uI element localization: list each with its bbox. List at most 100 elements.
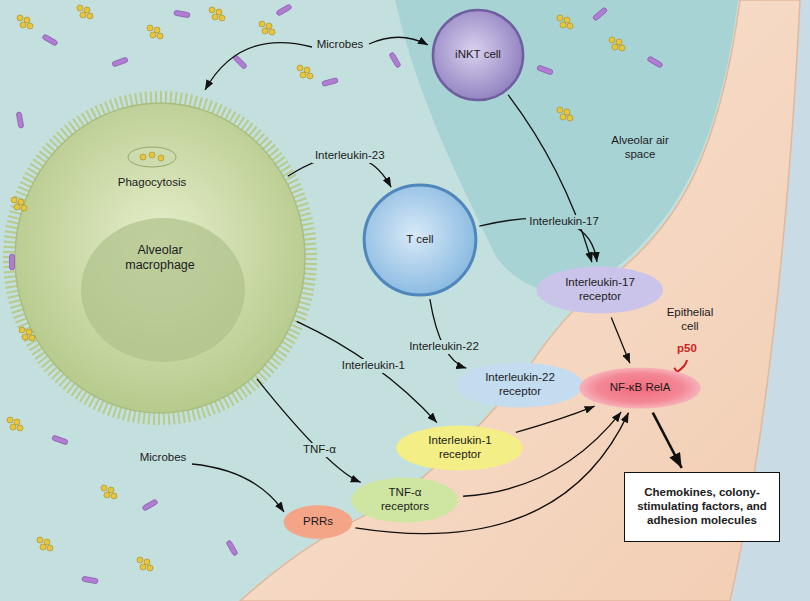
text-group: Interleukin-1 receptor: [418, 434, 502, 462]
coccus: [104, 492, 110, 498]
coccus: [157, 33, 163, 39]
coccus: [27, 23, 33, 29]
coccus: [77, 5, 83, 11]
macrophage-illustration: [9, 97, 311, 419]
coccus: [111, 493, 117, 499]
node-text: iNKT cell: [455, 48, 501, 62]
bacillus: [112, 57, 129, 67]
node-text: NF-κB RelA: [610, 381, 671, 395]
receptor-blob: Interleukin-17 receptor: [535, 266, 664, 314]
coccus: [307, 73, 313, 79]
microbe-arrow: [205, 43, 312, 90]
text-group: T cell: [406, 233, 433, 247]
microbe-arrow: [369, 37, 428, 45]
coccus: [29, 335, 35, 341]
text-group: TNF-α receptors: [370, 486, 440, 514]
bacillus: [226, 540, 238, 556]
microbe-scatter: [7, 4, 663, 584]
coccus: [18, 199, 24, 205]
output-box: Chemokines, colony-stimulating factors, …: [624, 472, 780, 542]
node-text: Alveolar macrophage: [110, 243, 210, 273]
coccus: [40, 544, 46, 550]
coccus: [144, 559, 150, 565]
coccus: [37, 537, 43, 543]
node-outline: [364, 185, 476, 295]
coccus: [84, 7, 90, 13]
coccus: [140, 564, 146, 570]
process-label: Phagocytosis: [118, 176, 186, 190]
microbe-arrow: [192, 464, 284, 512]
bacillus: [233, 55, 248, 70]
bacillus: [322, 78, 339, 87]
coccus: [564, 109, 570, 115]
coccus: [560, 22, 566, 28]
node-outline: [457, 362, 584, 407]
coccus: [137, 557, 143, 563]
node-outline: [579, 367, 701, 408]
coccus: [87, 13, 93, 19]
inhibition-line: [677, 360, 687, 372]
text-group: Alveolar macrophage: [110, 243, 210, 273]
bacillus: [592, 7, 607, 21]
coccus: [7, 417, 13, 423]
coccus: [557, 15, 563, 21]
coccus: [21, 205, 27, 211]
transcription-factor: NF-κB RelA: [578, 367, 702, 409]
text-group: NF-κB RelA: [610, 381, 671, 395]
bacillus: [42, 34, 58, 46]
coccus: [259, 21, 265, 27]
coccus: [619, 45, 625, 51]
coccus: [14, 419, 20, 425]
bacillus: [537, 65, 554, 75]
coccus: [44, 539, 50, 545]
receptor-blob: PRRs: [283, 505, 353, 539]
inkt-cell: iNKT cell: [432, 9, 524, 101]
coccus: [564, 17, 570, 23]
coccus: [262, 28, 268, 34]
node-outline: [351, 477, 458, 522]
bacillus: [389, 52, 401, 68]
coccus: [216, 9, 222, 15]
coccus: [108, 487, 114, 493]
coccus: [147, 25, 153, 31]
coccus: [14, 204, 20, 210]
coccus: [300, 72, 306, 78]
coccus: [154, 27, 160, 33]
text-group: iNKT cell: [455, 48, 501, 62]
coccus: [10, 424, 16, 430]
coccus: [212, 14, 218, 20]
coccus: [609, 37, 615, 43]
coccus: [616, 39, 622, 45]
node-outline: [537, 266, 664, 313]
node-text: Interleukin-22 receptor: [478, 371, 562, 399]
node-text: TNF-α receptors: [370, 486, 440, 514]
node-outline: [433, 10, 523, 100]
connector: [430, 299, 466, 368]
node-text: Interleukin-17 receptor: [558, 276, 642, 304]
connector: [516, 406, 595, 432]
text-group: Interleukin-22 receptor: [478, 371, 562, 399]
connector: [257, 379, 361, 482]
coccus: [297, 65, 303, 71]
bacillus: [10, 254, 15, 270]
node-outline: [18, 106, 302, 410]
coccus: [150, 32, 156, 38]
t-cell: T cell: [363, 184, 477, 296]
bacillus: [647, 56, 663, 68]
node-outline: [397, 425, 524, 470]
cell-label: Epithelial cell: [659, 306, 721, 334]
bacillus: [16, 112, 24, 129]
inhibitor-label: p50: [677, 342, 697, 356]
coccus: [557, 107, 563, 113]
coccus: [209, 7, 215, 13]
node-text: PRRs: [303, 515, 333, 529]
node-text: Interleukin-1 receptor: [418, 434, 502, 462]
epithelial-cell-body: [240, 0, 800, 601]
cytokine-label: Interleukin-23: [312, 149, 388, 163]
coccus: [11, 197, 17, 203]
connector: [297, 321, 437, 422]
text-group: PRRs: [303, 515, 333, 529]
cytokine-label: Interleukin-22: [406, 340, 482, 354]
coccus: [20, 22, 26, 28]
